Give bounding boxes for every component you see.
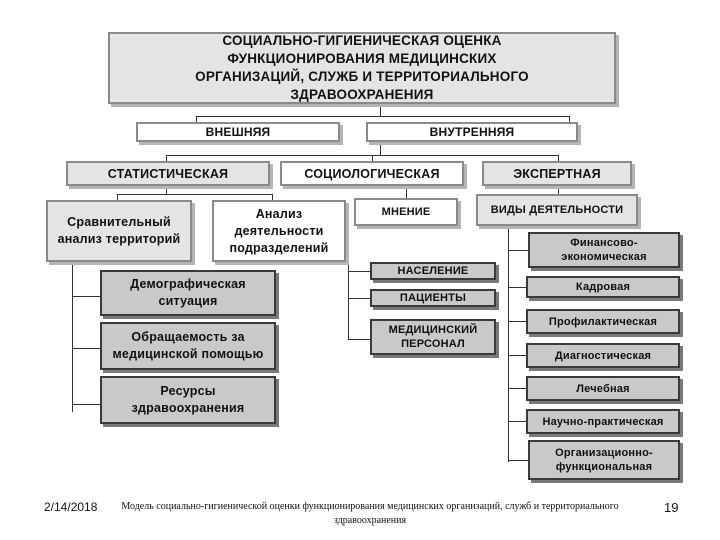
medical-treatment-box: Лечебная (526, 376, 680, 401)
health-resources-box: Ресурсы здравоохранения (100, 376, 276, 424)
sociological-box: СОЦИОЛОГИЧЕСКАЯ (280, 161, 464, 186)
personnel-box: Кадровая (526, 276, 680, 298)
financial-economic-box: Финансово-экономическая (528, 232, 680, 268)
internal-box: ВНУТРЕННЯЯ (366, 122, 578, 142)
scientific-practical-box: Научно-практическая (526, 409, 680, 434)
organizational-functional-box: Организационно-функциональная (528, 440, 680, 480)
expert-box: ЭКСПЕРТНАЯ (482, 161, 632, 186)
footer-caption: Модель социально-гигиенической оценки фу… (121, 501, 619, 526)
preventive-box: Профилактическая (526, 309, 680, 334)
comparative-analysis-box: Сравнительный анализ территорий (46, 200, 192, 262)
medical-staff-box: МЕДИЦИНСКИЙ ПЕРСОНАЛ (370, 319, 496, 355)
opinion-box: МНЕНИЕ (354, 198, 458, 226)
population-box: НАСЕЛЕНИЕ (370, 262, 496, 280)
footer-date: 2/14/2018 (44, 500, 98, 514)
demographic-situation-box: Демографическая ситуация (100, 270, 276, 316)
patients-box: ПАЦИЕНТЫ (370, 289, 496, 307)
diagram-title: СОЦИАЛЬНО-ГИГИЕНИЧЕСКАЯ ОЦЕНКА ФУНКЦИОНИ… (108, 32, 616, 104)
diagnostic-box: Диагностическая (526, 343, 680, 368)
department-analysis-box: Анализ деятельности подразделений (212, 200, 346, 262)
medical-care-access-box: Обращаемость за медицинской помощью (100, 322, 276, 370)
external-box: ВНЕШНЯЯ (136, 122, 340, 142)
page-number: 19 (664, 500, 679, 515)
statistical-box: СТАТИСТИЧЕСКАЯ (66, 161, 270, 186)
activity-types-box: ВИДЫ ДЕЯТЕЛЬНОСТИ (476, 194, 638, 226)
